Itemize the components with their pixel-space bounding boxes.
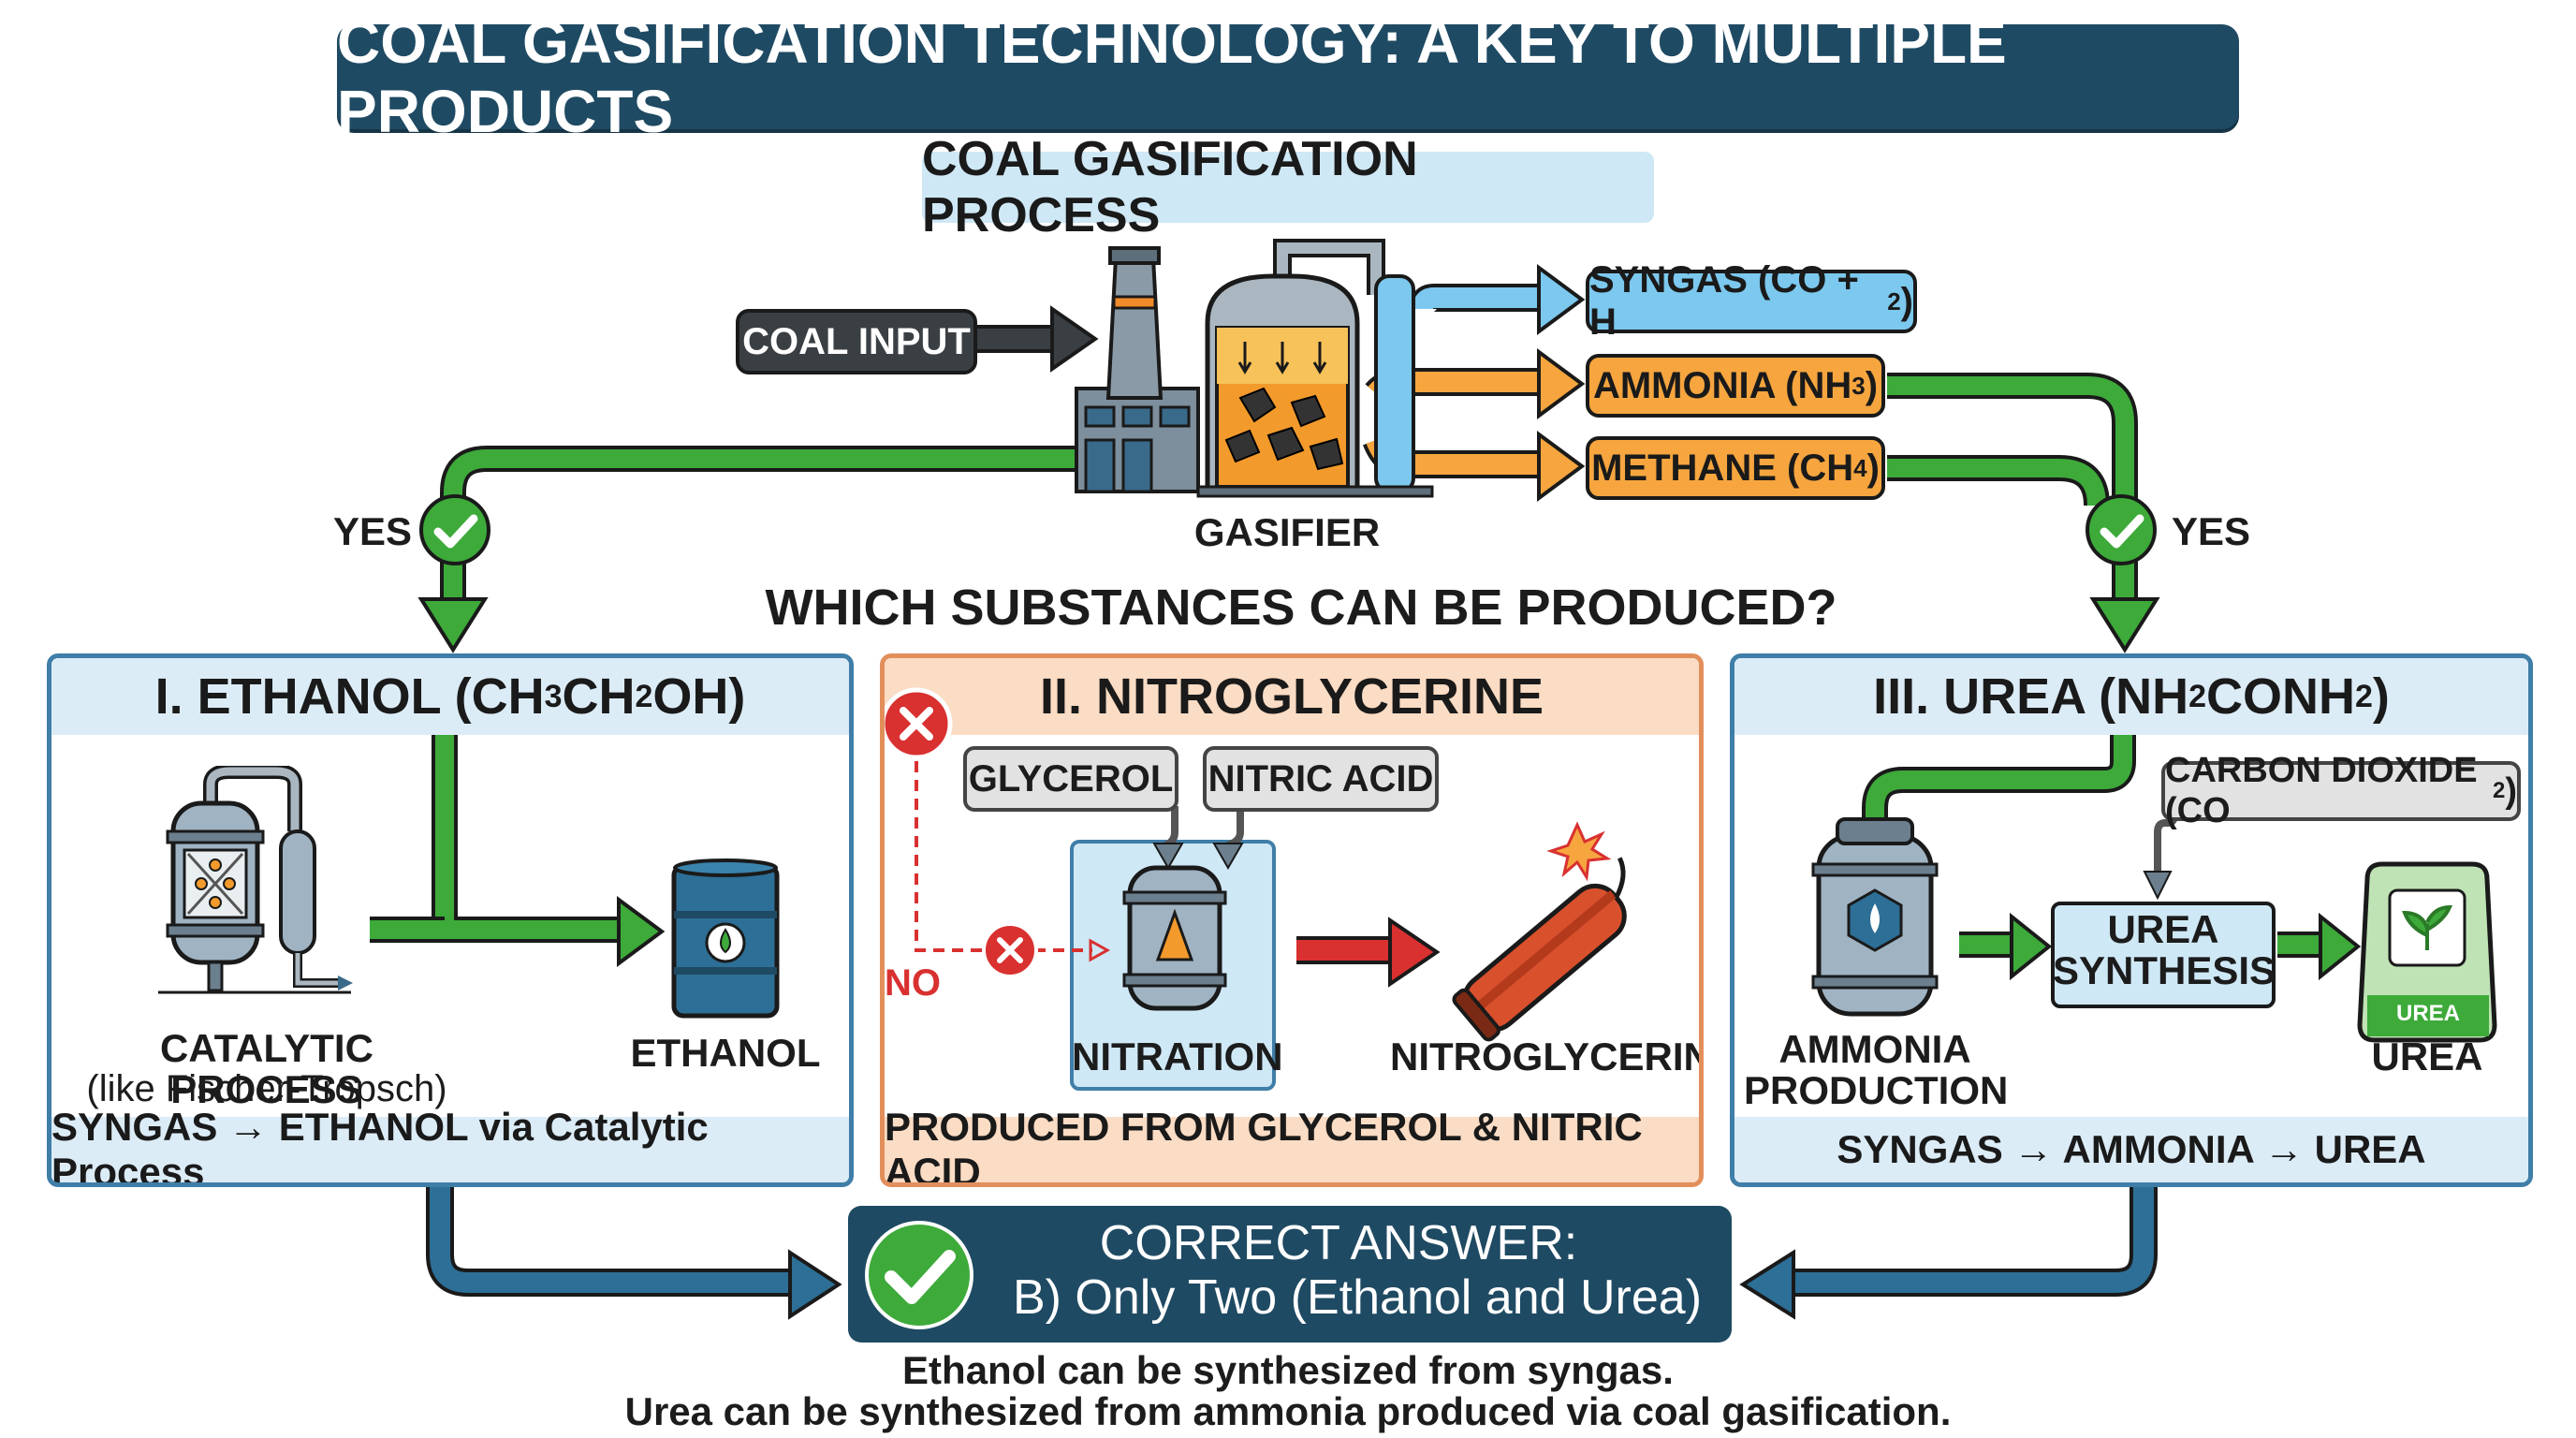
co2-chip: CARBON DIOXIDE (CO 2): [2161, 751, 2521, 830]
check-icon: [419, 494, 490, 565]
check-icon: [865, 1221, 973, 1329]
panel-nitroglycerine-footer: PRODUCED FROM GLYCEROL & NITRIC ACID: [885, 1105, 1699, 1182]
panel-nitroglycerine-title: II. NITROGLYCERINE: [885, 658, 1699, 735]
process-label-text: COAL GASIFICATION PROCESS: [922, 132, 1418, 242]
ammonia-text: AMMONIA (NH: [1592, 364, 1852, 406]
answer-box: [848, 1206, 1732, 1343]
answer-title: CORRECT ANSWER:: [1099, 1216, 1578, 1270]
ethanol-title-s2: 2: [635, 678, 653, 714]
ethanol-title-b: CH: [562, 668, 636, 725]
panel-ethanol-footer: SYNGAS → ETHANOL via Catalytic Process: [51, 1105, 849, 1182]
catalytic-process-sublabel: (like Fischer-Tropsch): [86, 1068, 447, 1109]
methane-end: ): [1866, 447, 1880, 489]
answer-text: B) Only Two (Ethanol and Urea): [1012, 1270, 1703, 1325]
nitric-acid-chip: NITRIC ACID: [1203, 746, 1439, 812]
ethanol-title-a: I. ETHANOL (CH: [154, 668, 545, 725]
urea-title-s1: 2: [2188, 678, 2206, 714]
no-label: NO: [885, 962, 941, 1004]
glycerol-chip: GLYCEROL: [963, 746, 1178, 812]
co2-sub: 2: [2492, 778, 2506, 803]
title-banner: COAL GASIFICATION TECHNOLOGY: A KEY TO M…: [337, 8, 2239, 145]
explanation-line-1: Ethanol can be synthesized from syngas.: [902, 1348, 1674, 1392]
catalytic-reactor-icon: [158, 766, 353, 994]
page-title: COAL GASIFICATION TECHNOLOGY: A KEY TO M…: [337, 8, 2007, 145]
question-heading: WHICH SUBSTANCES CAN BE PRODUCED?: [765, 580, 1837, 636]
ethanol-title-c: OH): [652, 668, 746, 725]
panel-urea-footer: SYNGAS → AMMONIA → UREA: [1734, 1117, 2528, 1182]
process-label: COAL GASIFICATION PROCESS: [922, 132, 1654, 242]
urea-product-label: UREA: [2371, 1034, 2483, 1078]
yes-label-left: YES: [333, 509, 413, 553]
methane-sub: 4: [1853, 453, 1867, 482]
ammonia-end: ): [1865, 364, 1879, 406]
gasifier-label: GASIFIER: [1193, 510, 1381, 554]
panel-nitroglycerine: II. NITROGLYCERINE: [880, 653, 1704, 1187]
coal-input-label: COAL INPUT: [736, 309, 977, 374]
syngas-text: SYNGAS (CO + H: [1589, 259, 1859, 343]
yes-label-right: YES: [2172, 509, 2251, 553]
nitration-flow-graphics: [885, 687, 1627, 1091]
co2-text: CARBON DIOXIDE (CO: [2165, 751, 2478, 830]
ammonia-production-label-1: AMMONIA: [1778, 1027, 1971, 1071]
check-icon: [2086, 494, 2157, 565]
syngas-end: ): [1900, 280, 1913, 322]
urea-title-s2: 2: [2355, 678, 2373, 714]
ammonia-production-label-2: PRODUCTION: [1744, 1068, 2009, 1112]
nitroglycerine-product-label: NITROGLYCERINE: [1390, 1034, 1704, 1078]
output-syngas: SYNGAS (CO + H 2): [1586, 259, 1917, 343]
ethanol-barrel-icon: [671, 858, 780, 1019]
nitration-label: NITRATION: [1072, 1034, 1283, 1078]
urea-bag-label: UREA: [2395, 1001, 2460, 1026]
ethanol-title-s1: 3: [544, 678, 563, 714]
co2-end: ): [2505, 770, 2517, 811]
urea-title-a: III. UREA (NH: [1873, 668, 2189, 725]
gasifier-icon: [1075, 239, 1434, 498]
explanation-line-2: Urea can be synthesized from ammonia pro…: [624, 1389, 1952, 1433]
methane-text: METHANE (CH: [1591, 447, 1854, 489]
syngas-sub: 2: [1887, 286, 1901, 315]
urea-flow-graphics: [1811, 735, 2497, 1043]
urea-title-b: CONH: [2206, 668, 2355, 725]
urea-synthesis-label-1: UREA: [2107, 907, 2219, 951]
ethanol-flow-graphics: [370, 735, 666, 967]
catalytic-process-label: CATALYTIC PROCESS: [160, 1026, 373, 1111]
ammonia-sub: 3: [1852, 371, 1866, 400]
urea-synthesis-label-2: SYNTHESIS: [2053, 948, 2276, 992]
ethanol-product-label: ETHANOL: [630, 1031, 821, 1075]
urea-title-c: ): [2372, 668, 2390, 725]
